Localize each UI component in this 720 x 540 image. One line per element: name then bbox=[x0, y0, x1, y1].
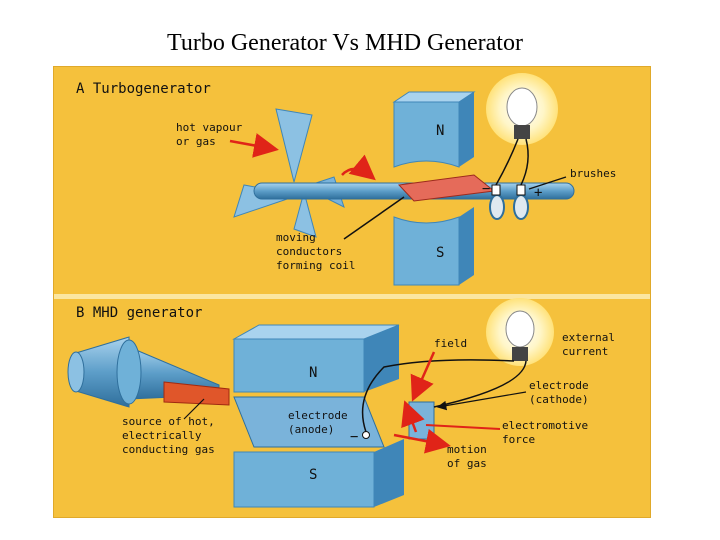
light-bulb-icon bbox=[506, 87, 538, 127]
turbine-blades bbox=[233, 108, 345, 238]
light-bulb-b-icon bbox=[505, 310, 535, 348]
label-electrode-cathode: electrode (cathode) bbox=[529, 379, 595, 406]
wire-b-cathode bbox=[433, 360, 527, 408]
vapour-arrow bbox=[229, 133, 279, 158]
diagram-figure: A Turbogenerator N bbox=[53, 66, 651, 518]
label-brushes: brushes bbox=[570, 167, 616, 180]
gas-nozzle bbox=[67, 336, 230, 408]
panel-b: B MHD generator N bbox=[67, 298, 622, 508]
wire-a-right bbox=[520, 138, 529, 186]
pole-north-label-a: N bbox=[436, 123, 444, 139]
emf-pointer bbox=[425, 424, 501, 430]
panel-divider bbox=[54, 294, 650, 299]
bulb-base-a bbox=[514, 125, 530, 139]
brush-right bbox=[516, 184, 526, 196]
magnet-north-b bbox=[232, 324, 400, 393]
slip-ring-2 bbox=[513, 194, 529, 220]
polarity-minus-b: − bbox=[350, 429, 358, 445]
pole-north-label-b: N bbox=[309, 365, 317, 381]
pole-south-label-b: S bbox=[309, 467, 317, 483]
magnet-south-a bbox=[393, 207, 474, 286]
gas-motion-arrow bbox=[393, 428, 451, 454]
pole-south-label-a: S bbox=[436, 245, 444, 261]
magnet-north-a bbox=[392, 91, 476, 168]
label-motion-of-gas: motion of gas bbox=[447, 443, 493, 470]
wire-a-left bbox=[495, 138, 519, 186]
field-arrow bbox=[410, 351, 436, 402]
source-gas-pointer bbox=[183, 398, 205, 420]
wire-b-anode bbox=[361, 359, 515, 433]
polarity-minus-a: − bbox=[482, 181, 490, 197]
rotation-arrow bbox=[341, 154, 376, 181]
slip-ring-1 bbox=[489, 194, 505, 220]
brushes-pointer bbox=[528, 176, 567, 190]
polarity-plus-a: + bbox=[534, 185, 542, 201]
label-electrode-anode: electrode (anode) bbox=[288, 409, 354, 436]
emf-arrow bbox=[401, 400, 425, 433]
cathode-pointer bbox=[436, 391, 527, 411]
bulb-base-b bbox=[512, 347, 528, 361]
diagram-svg: A Turbogenerator N bbox=[67, 73, 622, 508]
brush-left bbox=[491, 184, 501, 196]
magnet-south-b bbox=[233, 439, 404, 508]
panel-a: A Turbogenerator N bbox=[76, 73, 616, 286]
electrode-anode bbox=[233, 396, 385, 448]
label-source-gas: source of hot, electrically conducting g… bbox=[122, 415, 221, 456]
label-electromotive-force: electromotive force bbox=[502, 419, 595, 446]
label-field: field bbox=[434, 337, 467, 350]
panel-a-heading: A Turbogenerator bbox=[76, 81, 211, 97]
label-hot-vapour: hot vapour or gas bbox=[176, 121, 249, 148]
slide-title: Turbo Generator Vs MHD Generator bbox=[167, 30, 523, 56]
label-external-current: external current bbox=[562, 331, 622, 358]
conductors-pointer bbox=[343, 196, 405, 240]
anode-terminal bbox=[362, 431, 370, 439]
panel-b-heading: B MHD generator bbox=[76, 305, 202, 321]
label-moving-conductors: moving conductors forming coil bbox=[276, 231, 355, 272]
